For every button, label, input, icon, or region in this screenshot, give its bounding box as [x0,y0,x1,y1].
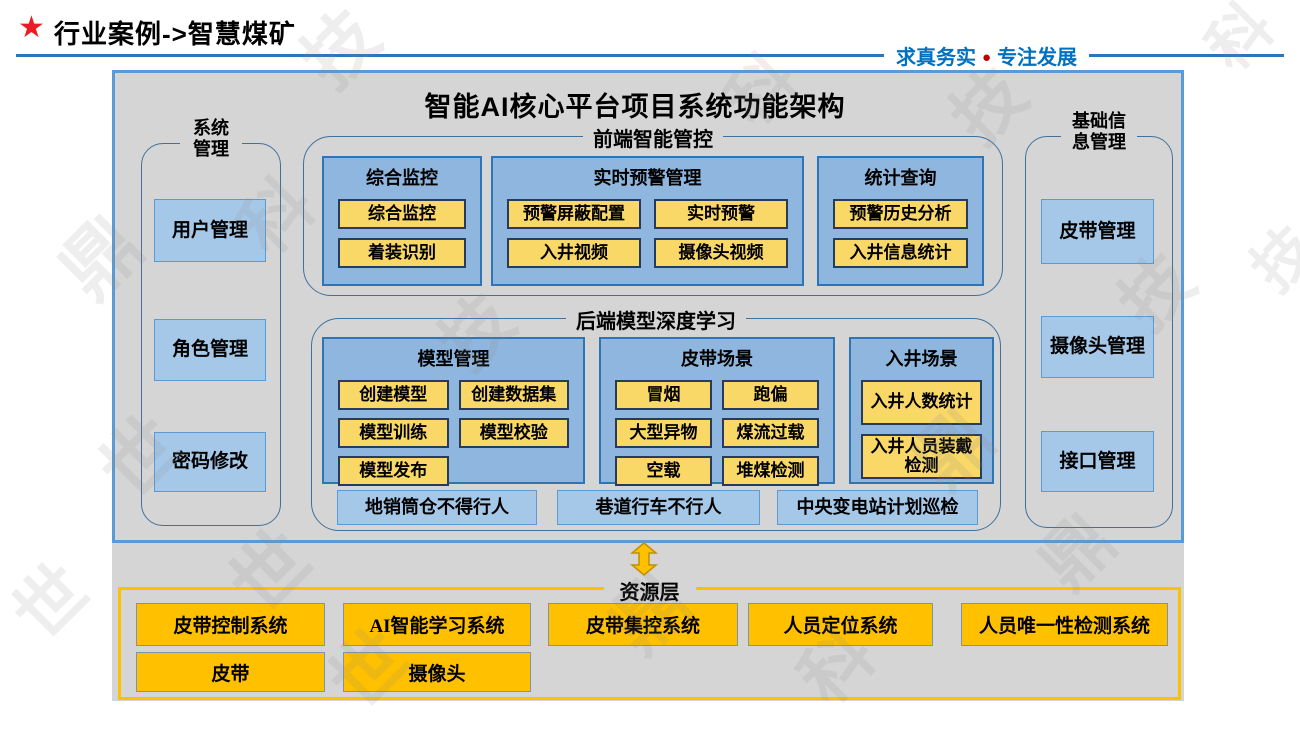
res-belt-centralized-control: 皮带集控系统 [548,603,738,646]
page-title: 行业案例->智慧煤矿 [54,19,296,49]
func-warning-history-analysis: 预警历史分析 [833,199,968,229]
res-personnel-positioning: 人员定位系统 [748,603,933,646]
watermark-char: 科 [1194,0,1287,84]
header-divider-line [16,54,1284,57]
func-create-model: 创建模型 [338,380,449,410]
item-interface-management: 接口管理 [1041,431,1154,492]
item-camera-management: 摄像头管理 [1041,316,1154,378]
func-mine-entry-video: 入井视频 [507,238,641,268]
architecture-panel: 智能AI核心平台项目系统功能架构 系统管理 用户管理 角色管理 密码修改 前端智… [112,70,1184,701]
watermark-char: 技 [1239,214,1300,304]
item-belt-management: 皮带管理 [1041,199,1154,264]
res-personnel-uniqueness: 人员唯一性检测系统 [961,603,1168,646]
motto-left: 求真务实 [896,47,976,69]
func-dress-recognition: 着装识别 [338,238,466,268]
func-belt-deviation: 跑偏 [722,380,819,410]
func-model-training: 模型训练 [338,418,449,448]
group-backend-deep-learning: 后端模型深度学习 模型管理 创建模型 创建数据集 模型训练 模型校验 模型发布 … [311,305,1001,531]
section-model-management: 模型管理 创建模型 创建数据集 模型训练 模型校验 模型发布 [322,337,585,486]
item-substation-planned-inspection: 中央变电站计划巡检 [777,490,978,525]
func-camera-video: 摄像头视频 [654,238,788,268]
section-comprehensive-monitoring: 综合监控 综合监控 着装识别 [322,156,482,286]
motto-right: 专注发展 [997,47,1078,69]
section-title: 皮带场景 [681,349,753,369]
section-mine-entry-scenario: 入井场景 入井人数统计 入井人员装戴检测 [849,337,994,484]
func-create-dataset: 创建数据集 [458,380,569,410]
func-coal-pile-detection: 堆煤检测 [722,456,819,486]
section-belt-scenario: 皮带场景 冒烟 跑偏 大型异物 煤流过载 空载 堆煤检测 [599,337,835,486]
group-label-backend: 后端模型深度学习 [566,305,746,334]
company-motto: 求真务实 ● 专注发展 [884,41,1090,70]
func-coal-flow-overload: 煤流过载 [722,418,819,448]
func-realtime-warning: 实时预警 [654,199,788,229]
res-belt: 皮带 [136,652,325,692]
double-arrow-icon [629,542,659,576]
func-warning-shield-config: 预警屏蔽配置 [507,199,641,229]
func-entry-equipment-check: 入井人员装戴检测 [861,434,982,479]
star-icon: ★ [18,10,45,45]
motto-dot-icon: ● [982,49,992,66]
resource-layer-label: 资源层 [603,576,696,605]
resource-layer: 资源层 皮带控制系统 AI智能学习系统 皮带集控系统 人员定位系统 人员唯一性检… [118,576,1181,700]
func-model-publish: 模型发布 [338,456,449,486]
item-silo-no-pedestrian: 地销筒仓不得行人 [337,490,537,525]
func-entry-people-count: 入井人数统计 [861,380,982,425]
res-camera: 摄像头 [343,652,531,692]
section-realtime-warning-management: 实时预警管理 预警屏蔽配置 实时预警 入井视频 摄像头视频 [491,156,804,286]
func-comprehensive-monitoring: 综合监控 [338,199,466,229]
func-entry-info-statistics: 入井信息统计 [833,238,968,268]
res-ai-learning-system: AI智能学习系统 [343,603,531,646]
item-password-change: 密码修改 [154,432,266,492]
func-empty-load: 空载 [615,456,712,486]
section-title: 入井场景 [885,349,958,369]
platform-diagram-box: 智能AI核心平台项目系统功能架构 系统管理 用户管理 角色管理 密码修改 前端智… [112,70,1184,543]
group-label-frontend: 前端智能管控 [583,123,723,152]
group-frontend-control: 前端智能管控 综合监控 综合监控 着装识别 实时预警管理 预警屏蔽配置 实时预警… [303,123,1003,296]
item-role-management: 角色管理 [154,319,266,381]
group-label-basic-info: 基础信息管理 [1061,111,1137,153]
func-model-validation: 模型校验 [458,418,569,448]
func-smoke-detection: 冒烟 [615,380,712,410]
res-belt-control-system: 皮带控制系统 [136,603,325,646]
group-label-system-management: 系统管理 [180,118,242,160]
watermark-char: 世 [0,551,104,656]
section-title: 综合监控 [366,168,438,188]
section-title: 模型管理 [417,349,490,369]
group-basic-info-management: 基础信息管理 皮带管理 摄像头管理 接口管理 [1025,111,1173,528]
section-title: 实时预警管理 [593,168,702,188]
section-statistics-query: 统计查询 预警历史分析 入井信息统计 [817,156,984,286]
group-system-management: 系统管理 用户管理 角色管理 密码修改 [141,118,281,526]
item-user-management: 用户管理 [154,199,266,262]
section-title: 统计查询 [864,168,937,188]
item-roadway-vehicle-no-person: 巷道行车不行人 [557,490,760,525]
diagram-title: 智能AI核心平台项目系统功能架构 [424,92,846,122]
func-large-foreign-object: 大型异物 [615,418,712,448]
